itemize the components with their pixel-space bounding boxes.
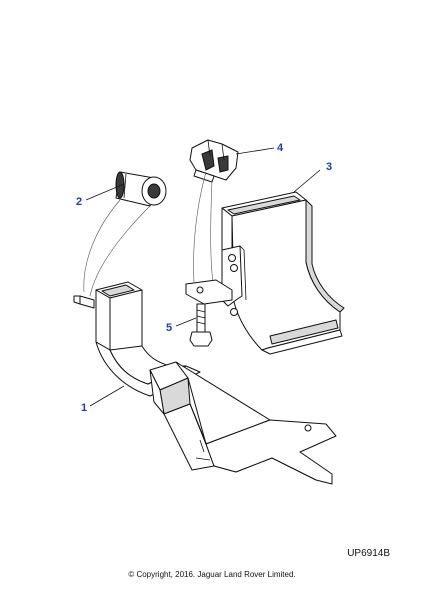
leader-lines (85, 147, 321, 407)
callout-2: 2 (76, 196, 82, 208)
callout-5: 5 (166, 322, 172, 334)
diagram-reference-code: UP6914B (347, 548, 390, 559)
part-2-bush[interactable] (115, 171, 167, 207)
callouts: 1 2 3 4 5 (76, 142, 332, 414)
callout-1: 1 (81, 402, 87, 414)
assembly-guides (83, 171, 233, 305)
part-1-main-duct[interactable] (73, 281, 337, 485)
callout-4: 4 (277, 142, 284, 154)
part-5-bolt[interactable] (189, 303, 213, 347)
copyright-notice: © Copyright, 2016. Jaguar Land Rover Lim… (128, 570, 296, 579)
part-3-air-duct[interactable] (221, 191, 345, 355)
callout-3: 3 (326, 161, 332, 173)
part-4-clip[interactable] (189, 139, 239, 183)
